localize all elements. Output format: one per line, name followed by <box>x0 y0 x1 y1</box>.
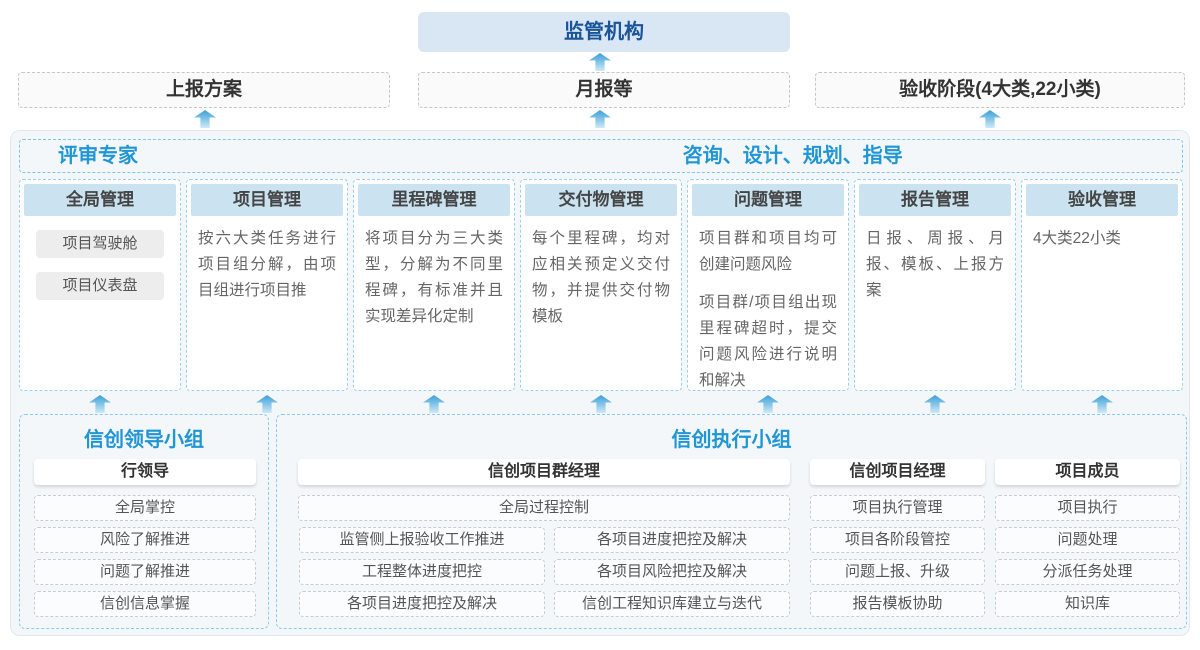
channel-report-plan: 上报方案 <box>18 72 390 108</box>
column-description: 项目群/项目组出现里程碑超时，提交问题风险进行说明和解决 <box>699 294 837 389</box>
pill-project-dashboard: 项目仪表盘 <box>36 272 164 300</box>
column-description: 项目群和项目均可创建问题风险 <box>699 230 837 273</box>
column-description: 日报、周报、月报、模板、上报方案 <box>866 230 1004 299</box>
column-description: 4大类22小类 <box>1033 230 1121 247</box>
up-arrow-icon <box>423 395 445 413</box>
role-project-manager: 信创项目经理 <box>810 459 985 485</box>
role-project-member: 项目成员 <box>995 459 1180 485</box>
consult-design-label: 咨询、设计、规划、指导 <box>682 145 903 167</box>
leader-duty: 全局掌控 <box>34 495 256 521</box>
up-arrow-icon <box>1091 395 1113 413</box>
leader-duty: 风险了解推进 <box>34 527 256 553</box>
column-title: 项目管理 <box>191 184 343 216</box>
column-description: 按六大类任务进行项目组分解，由项目组进行项目推 <box>198 230 336 299</box>
column-title: 问题管理 <box>692 184 844 216</box>
program-manager-duty: 全局过程控制 <box>298 495 790 521</box>
column-issue-management: 问题管理 项目群和项目均可创建问题风险 项目群/项目组出现里程碑超时，提交问题风… <box>687 179 849 391</box>
column-project-management: 项目管理 按六大类任务进行项目组分解，由项目组进行项目推 <box>186 179 348 391</box>
up-arrow-icon <box>979 110 1001 128</box>
up-arrow-icon <box>589 53 611 71</box>
platform-container: 评审专家 咨询、设计、规划、指导 全局管理 项目驾驶舱 项目仪表盘 项目管理 按… <box>10 130 1190 636</box>
up-arrow-icon <box>590 395 612 413</box>
project-member-duty: 分派任务处理 <box>995 559 1180 585</box>
execution-group: 信创执行小组 信创项目群经理 全局过程控制 监管侧上报验收工作推进 工程整体进度… <box>276 414 1187 629</box>
column-title: 交付物管理 <box>525 184 677 216</box>
column-description: 将项目分为三大类型，分解为不同里程碑，有标准并且实现差异化定制 <box>365 230 503 325</box>
column-report-management: 报告管理 日报、周报、月报、模板、上报方案 <box>854 179 1016 391</box>
project-manager-duty: 问题上报、升级 <box>810 559 985 585</box>
column-title: 全局管理 <box>24 184 176 216</box>
up-arrow-icon <box>194 110 216 128</box>
leadership-group: 信创领导小组 行领导 全局掌控 风险了解推进 问题了解推进 信创信息掌握 <box>19 414 269 629</box>
leadership-group-title: 信创领导小组 <box>84 429 204 451</box>
up-arrow-icon <box>924 395 946 413</box>
pill-project-cockpit: 项目驾驶舱 <box>36 230 164 258</box>
up-arrow-icon <box>256 395 278 413</box>
project-member-duty: 知识库 <box>995 591 1180 617</box>
column-deliverable-management: 交付物管理 每个里程碑，均对应相关预定义交付物，并提供交付物模板 <box>520 179 682 391</box>
column-title: 验收管理 <box>1026 184 1178 216</box>
channel-monthly-report: 月报等 <box>418 72 790 108</box>
project-member-duty: 项目执行 <box>995 495 1180 521</box>
program-manager-duty: 监管侧上报验收工作推进 <box>299 527 545 553</box>
column-title: 报告管理 <box>859 184 1011 216</box>
column-title: 里程碑管理 <box>358 184 510 216</box>
leader-duty: 信创信息掌握 <box>34 591 256 617</box>
up-arrow-icon <box>89 395 111 413</box>
column-global-management: 全局管理 项目驾驶舱 项目仪表盘 <box>19 179 181 391</box>
project-manager-duty: 报告模板协助 <box>810 591 985 617</box>
regulator-box: 监管机构 <box>418 12 790 52</box>
role-bank-leader: 行领导 <box>34 459 256 485</box>
up-arrow-icon <box>589 110 611 128</box>
program-manager-duty: 各项目进度把控及解决 <box>554 527 790 553</box>
program-manager-duty: 各项目进度把控及解决 <box>299 591 545 617</box>
project-manager-duty: 项目各阶段管控 <box>810 527 985 553</box>
review-experts-label: 评审专家 <box>58 145 138 167</box>
project-manager-duty: 项目执行管理 <box>810 495 985 521</box>
program-manager-duty: 信创工程知识库建立与迭代 <box>554 591 790 617</box>
execution-group-title: 信创执行小组 <box>671 429 792 451</box>
project-member-duty: 问题处理 <box>995 527 1180 553</box>
program-manager-duty: 工程整体进度把控 <box>299 559 545 585</box>
column-description: 每个里程碑，均对应相关预定义交付物，并提供交付物模板 <box>532 230 670 325</box>
column-acceptance-management: 验收管理 4大类22小类 <box>1021 179 1183 391</box>
channel-acceptance-stage: 验收阶段(4大类,22小类) <box>815 72 1185 108</box>
role-program-manager: 信创项目群经理 <box>298 459 790 485</box>
column-milestone-management: 里程碑管理 将项目分为三大类型，分解为不同里程碑，有标准并且实现差异化定制 <box>353 179 515 391</box>
expert-role-bar: 评审专家 咨询、设计、规划、指导 <box>19 139 1183 173</box>
leader-duty: 问题了解推进 <box>34 559 256 585</box>
program-manager-duty: 各项目风险把控及解决 <box>554 559 790 585</box>
